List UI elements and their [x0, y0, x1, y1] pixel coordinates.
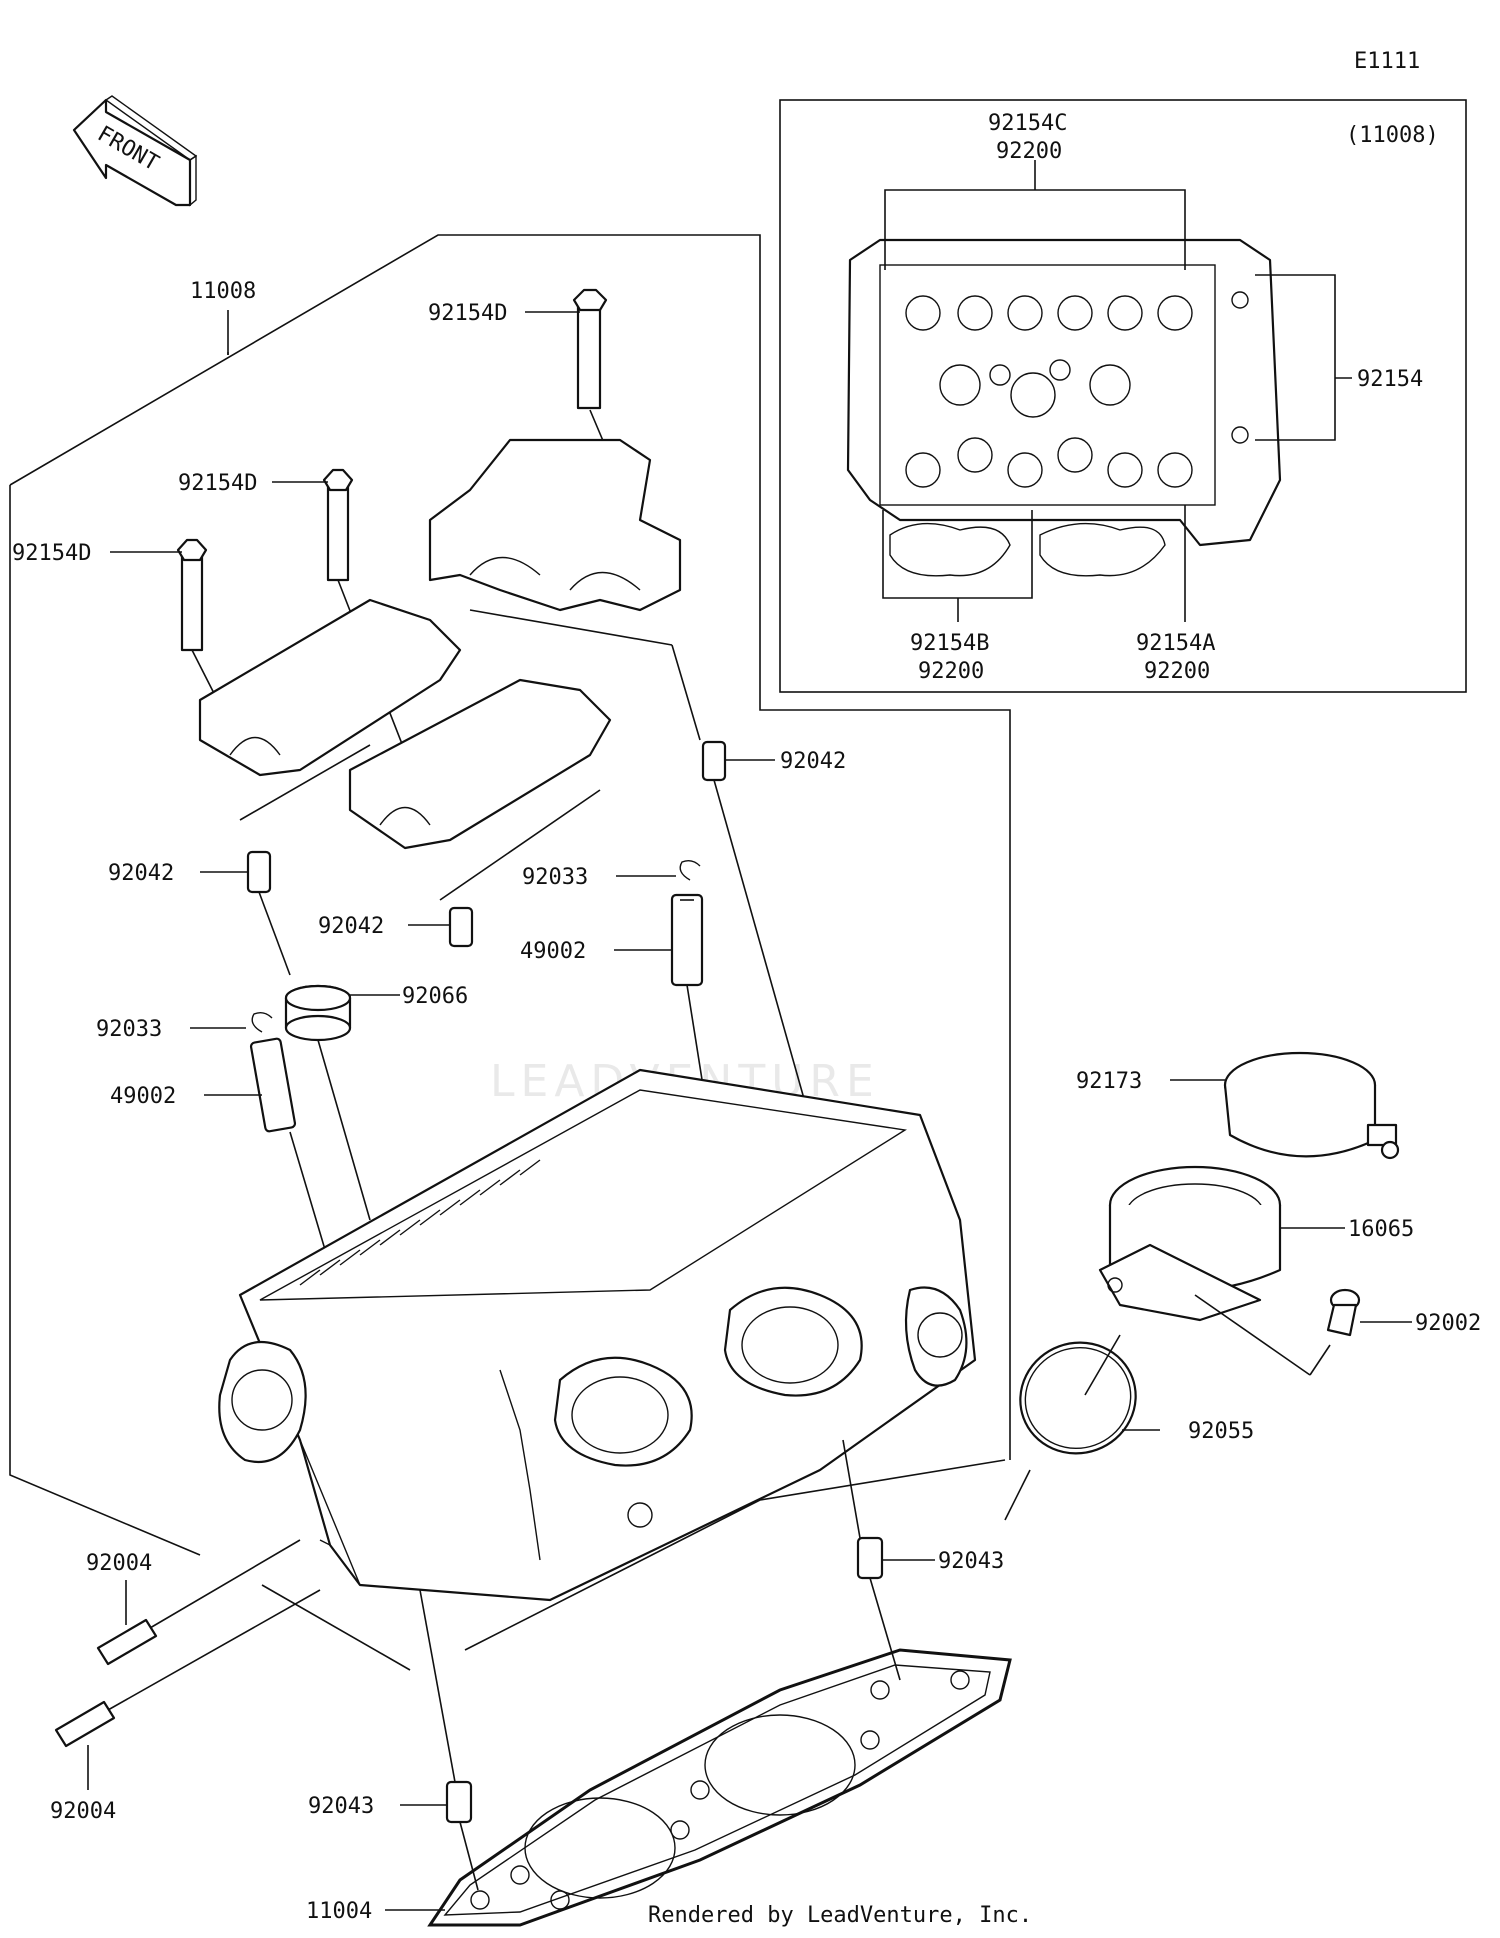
- label-92066: 92066: [402, 984, 468, 1009]
- footer-credit: Rendered by LeadVenture, Inc.: [648, 1903, 1032, 1928]
- inset-label-92200-bl: 92200: [918, 659, 984, 684]
- inset-label-92154a: 92154A: [1136, 631, 1215, 656]
- plug-92066: [284, 984, 371, 1221]
- label-92154d-top: 92154D: [428, 301, 507, 326]
- label-92173: 92173: [1076, 1069, 1142, 1094]
- clamp-92173: [1223, 1051, 1400, 1160]
- cylinder-head: [218, 1068, 977, 1602]
- inset-label-92200-br: 92200: [1144, 659, 1210, 684]
- diagram-code: E1111: [1354, 49, 1420, 74]
- label-92043-right: 92043: [938, 1549, 1004, 1574]
- inset-label-92154b: 92154B: [910, 631, 989, 656]
- o-ring-92055: [1019, 1334, 1137, 1455]
- dowel-92043-left: [419, 1589, 479, 1891]
- assembly-bracket-11008: 11008: [9, 234, 1011, 1556]
- head-gasket-11004: [427, 1648, 1012, 1927]
- dowel-92043-right: [842, 1439, 901, 1681]
- inset-head-top-view: [846, 238, 1282, 577]
- label-49002-right: 49002: [520, 939, 586, 964]
- clip-92033-left: [251, 1011, 273, 1033]
- label-92154d-mid: 92154D: [178, 471, 257, 496]
- inset-label-92154c: 92154C: [988, 111, 1067, 136]
- guide-49002-left: [249, 1037, 341, 1301]
- dowel-92042-left: [246, 850, 291, 976]
- label-92043-left: 92043: [308, 1794, 374, 1819]
- front-arrow-icon: FRONT: [72, 95, 198, 207]
- stud-92004-upper: [96, 1539, 301, 1666]
- clip-92033-right: [679, 859, 701, 881]
- label-11008: 11008: [190, 279, 256, 304]
- label-92055: 92055: [1188, 1419, 1254, 1444]
- bolt-92002: [1326, 1288, 1361, 1337]
- label-92154d-left: 92154D: [12, 541, 91, 566]
- label-92004-lower: 92004: [50, 1799, 116, 1824]
- label-11004: 11004: [306, 1899, 372, 1924]
- dowel-92042-right: [701, 740, 811, 1121]
- inset-label-92200-top: 92200: [996, 139, 1062, 164]
- inset-title: (11008): [1346, 123, 1439, 148]
- holder-16065: [1098, 1165, 1331, 1376]
- inset-label-92154: 92154: [1357, 367, 1423, 392]
- label-92042-mid: 92042: [318, 914, 384, 939]
- bolt-92154d-left: [176, 538, 226, 716]
- inset-box: (11008) 92154C 92200 92154 92154B 92200: [779, 99, 1467, 693]
- label-92042-left: 92042: [108, 861, 174, 886]
- camshaft-holder-front: [428, 438, 701, 741]
- label-92033-right: 92033: [522, 865, 588, 890]
- label-92033-left: 92033: [96, 1017, 162, 1042]
- label-16065: 16065: [1348, 1217, 1414, 1242]
- label-92042-right: 92042: [780, 749, 846, 774]
- dowel-92042-mid: [448, 906, 474, 948]
- camshaft-holder-left: [198, 598, 462, 821]
- label-92002: 92002: [1415, 1311, 1481, 1336]
- camshaft-holder-mid: [348, 678, 612, 901]
- label-49002-left: 49002: [110, 1084, 176, 1109]
- label-92004-upper: 92004: [86, 1551, 152, 1576]
- stud-92004-lower: [54, 1589, 321, 1748]
